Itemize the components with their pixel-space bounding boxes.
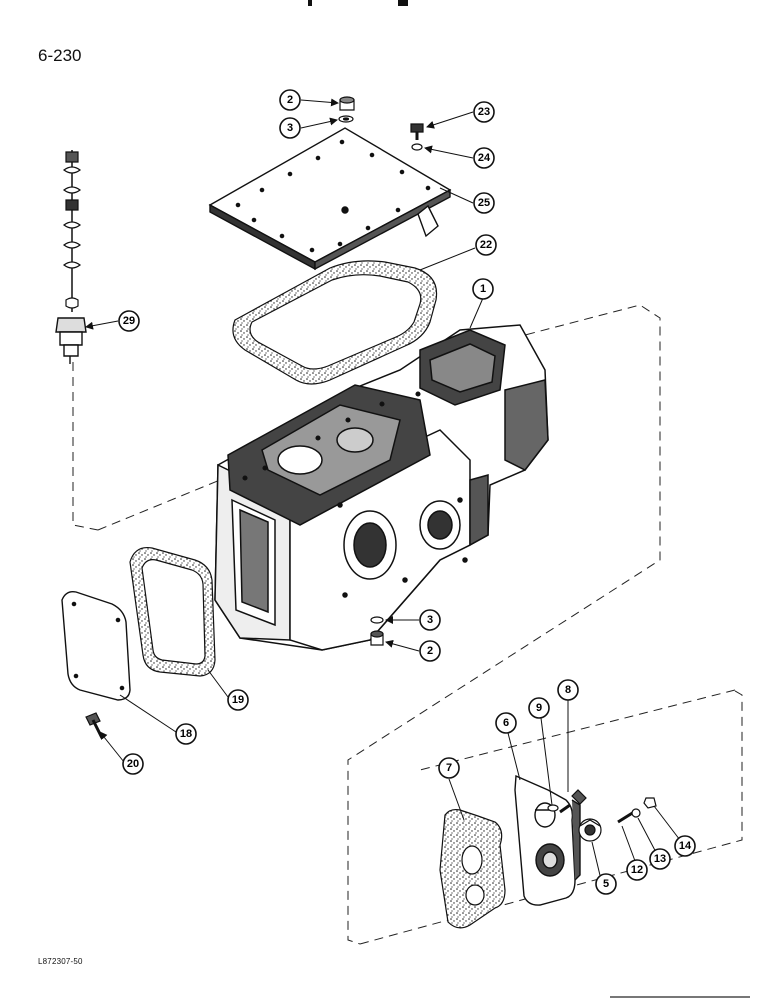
reference-code: L872307-50: [38, 957, 83, 966]
side-cover-bolt: [85, 712, 104, 739]
leader-lines: [85, 98, 684, 893]
side-gasket: [129, 546, 216, 677]
callout-29-label: 29: [123, 315, 135, 327]
bearing: [578, 818, 602, 842]
callout-25-label: 25: [478, 197, 490, 209]
drain-plug-top: [339, 96, 355, 111]
stud-washer: [631, 808, 641, 818]
callout-2-top-label: 2: [287, 94, 293, 106]
washer-bottom: [370, 616, 384, 624]
callout-13: 13: [649, 848, 671, 870]
callout-24-label: 24: [478, 152, 491, 164]
callout-20-label: 20: [127, 758, 139, 770]
callout-20: 20: [122, 753, 144, 775]
callout-6: 6: [495, 712, 517, 734]
cover-bolt: [410, 123, 424, 140]
callout-22-label: 22: [480, 239, 492, 251]
callout-23: 23: [473, 101, 495, 123]
callout-18-label: 18: [180, 728, 192, 740]
callout-9: 9: [528, 697, 550, 719]
callout-3-top-label: 3: [287, 122, 293, 134]
callout-3-bottom-label: 3: [427, 614, 433, 626]
top-gasket: [232, 260, 438, 385]
callout-5: 5: [595, 873, 617, 895]
cover-lock-washer: [411, 143, 423, 151]
breather-fitting: [55, 317, 87, 364]
callout-9-label: 9: [536, 702, 542, 714]
callout-12-label: 12: [631, 864, 643, 876]
stud: [617, 810, 635, 824]
callout-24: 24: [473, 147, 495, 169]
callout-1-label: 1: [480, 283, 486, 295]
page-number: 6-230: [38, 46, 82, 65]
dipstick-assembly: [62, 150, 82, 312]
callout-13-label: 13: [654, 853, 666, 865]
callout-25: 25: [473, 192, 495, 214]
callout-7: 7: [438, 757, 460, 779]
callout-7-label: 7: [446, 762, 452, 774]
callout-23-label: 23: [478, 106, 490, 118]
callout-29: 29: [118, 310, 140, 332]
callout-2-bottom-label: 2: [427, 645, 433, 657]
callout-12: 12: [626, 859, 648, 881]
top-cover-plate: [208, 127, 452, 271]
pto-gasket: [439, 808, 506, 929]
washer-top: [338, 115, 354, 123]
bottom-edge-artifact: [610, 996, 750, 998]
transmission-housing: [214, 324, 549, 651]
callout-19: 19: [227, 689, 249, 711]
callout-8-label: 8: [565, 684, 571, 696]
callout-8: 8: [557, 679, 579, 701]
pto-cover-bolt: [559, 789, 587, 814]
callout-3-bottom: 3: [419, 609, 441, 631]
top-edge-artifact: [308, 0, 408, 6]
callout-6-label: 6: [503, 717, 509, 729]
callout-14: 14: [674, 835, 696, 857]
pto-cover-washer: [547, 804, 559, 812]
callout-18: 18: [175, 723, 197, 745]
callout-5-label: 5: [603, 878, 609, 890]
callout-14-label: 14: [679, 840, 692, 852]
side-cover-plate: [61, 590, 131, 701]
callout-3-top: 3: [279, 117, 301, 139]
drain-plug-bottom: [370, 630, 384, 646]
stud-nut: [643, 797, 657, 809]
callout-1: 1: [472, 278, 494, 300]
callout-22: 22: [475, 234, 497, 256]
callout-2-top: 2: [279, 89, 301, 111]
callout-2-bottom: 2: [419, 640, 441, 662]
pto-cover: [514, 774, 581, 906]
callout-19-label: 19: [232, 694, 244, 706]
